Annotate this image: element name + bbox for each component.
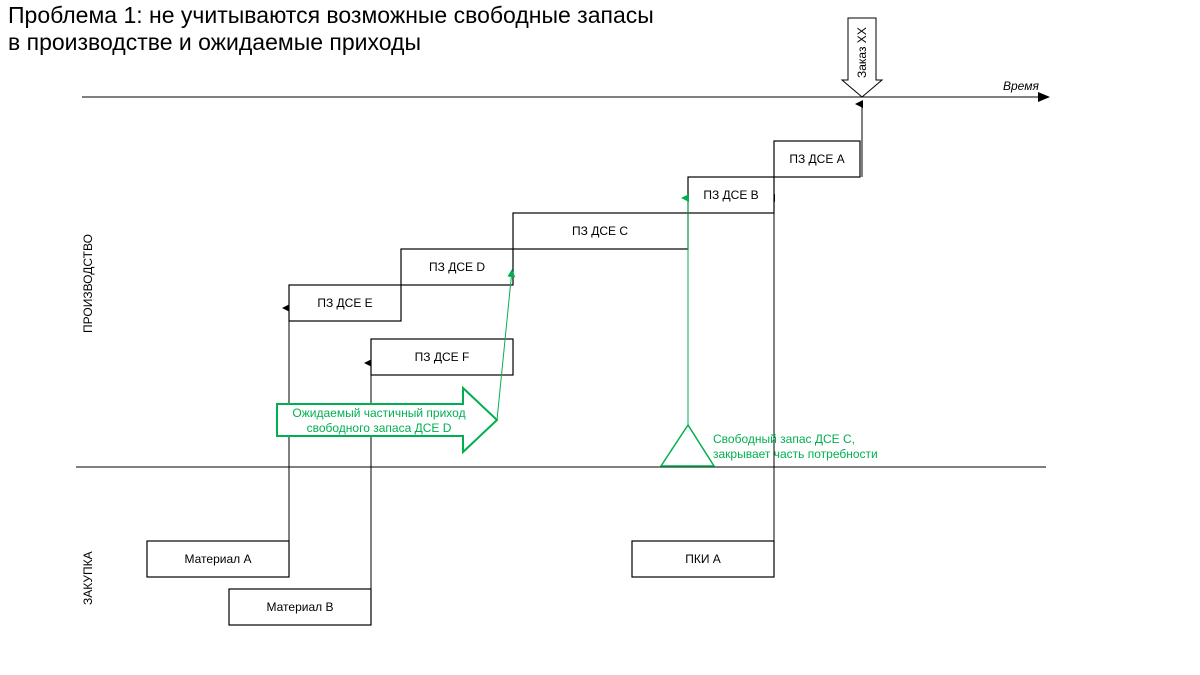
- production-section-label: ПРОИЗВОДСТВО: [81, 234, 95, 333]
- production-order-c: ПЗ ДСЕ С: [512, 212, 689, 250]
- production-order-d-label: ПЗ ДСЕ D: [429, 260, 485, 274]
- order-arrow: Заказ ХХ: [840, 17, 884, 98]
- purchase-material-a-label: Материал А: [185, 552, 252, 566]
- free-stock-marker: Свободный запас ДСЕ С, закрывает часть п…: [659, 194, 878, 467]
- time-axis-label: Время: [1003, 79, 1039, 93]
- production-order-f: ПЗ ДСЕ F: [370, 338, 514, 376]
- production-order-b-label: ПЗ ДСЕ В: [703, 188, 758, 202]
- purchase-material-b: Материал В: [228, 588, 372, 626]
- production-order-d: ПЗ ДСЕ D: [400, 248, 514, 286]
- free-stock-triangle: [659, 423, 716, 467]
- production-order-e: ПЗ ДСЕ E: [288, 284, 402, 322]
- production-orders: ПЗ ДСЕ E ПЗ ДСЕ D ПЗ ДСЕ С ПЗ ДСЕ В ПЗ Д…: [288, 140, 861, 376]
- purchase-material-b-label: Материал В: [267, 600, 334, 614]
- purchase-pki-a: ПКИ А: [631, 540, 775, 578]
- page-title: Проблема 1: не учитываются возможные сво…: [8, 2, 654, 56]
- expected-arrival-arrow: Ожидаемый частичный приход свободного за…: [276, 385, 499, 455]
- time-axis: Время: [82, 79, 1050, 102]
- order-label: Заказ ХХ: [855, 27, 869, 78]
- production-order-f-label: ПЗ ДСЕ F: [415, 350, 470, 364]
- title-line-2: в производстве и ожидаемые приходы: [8, 29, 421, 55]
- production-order-a: ПЗ ДСЕ А: [773, 140, 861, 178]
- expected-arrival-connector: [496, 269, 516, 421]
- expected-arrival-line-1: Ожидаемый частичный приход: [292, 406, 465, 420]
- time-axis-arrowhead: [1038, 92, 1050, 102]
- production-order-a-label: ПЗ ДСЕ А: [789, 152, 844, 166]
- free-stock-line-1: Свободный запас ДСЕ С,: [713, 432, 855, 446]
- production-order-e-label: ПЗ ДСЕ E: [317, 296, 372, 310]
- title-line-1: Проблема 1: не учитываются возможные сво…: [8, 2, 654, 28]
- production-order-b: ПЗ ДСЕ В: [687, 176, 775, 214]
- expected-arrival-line-2: свободного запаса ДСЕ D: [307, 421, 452, 435]
- production-order-c-label: ПЗ ДСЕ С: [572, 224, 628, 238]
- free-stock-line-2: закрывает часть потребности: [713, 447, 878, 461]
- purchase-section-label: ЗАКУПКА: [81, 551, 95, 605]
- purchases: Материал А Материал В ПКИ А: [146, 540, 775, 626]
- purchase-material-a: Материал А: [146, 540, 290, 578]
- purchase-pki-a-label: ПКИ А: [685, 552, 721, 566]
